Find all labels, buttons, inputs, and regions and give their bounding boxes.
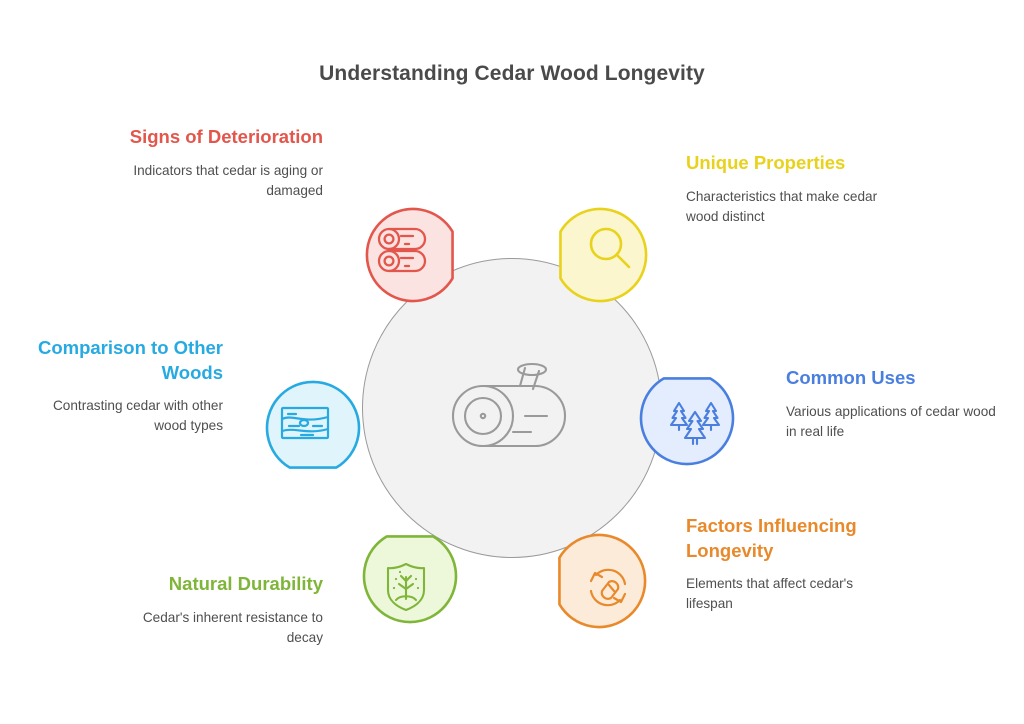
stacked-logs-icon (375, 221, 431, 277)
node-desc-natural-durability: Cedar's inherent resistance to decay (142, 609, 323, 645)
shield-tree-icon (378, 559, 434, 615)
pin-natural-durability[interactable] (351, 522, 469, 640)
pin-shape (362, 535, 458, 624)
node-text-comparison-to-other-woods: Comparison to Other Woods Contrasting ce… (23, 336, 223, 436)
pin-shape (639, 377, 735, 466)
node-text-signs-of-deterioration: Signs of Deterioration Indicators that c… (103, 125, 323, 201)
wood-grain-plank-icon (277, 395, 333, 451)
pin-shape (265, 380, 361, 469)
node-desc-common-uses: Various applications of cedar wood in re… (786, 403, 996, 439)
node-title-factors-influencing-longevity: Factors Influencing Longevity (686, 515, 857, 561)
pin-signs-of-deterioration[interactable] (349, 196, 467, 314)
node-desc-signs-of-deterioration: Indicators that cedar is aging or damage… (133, 162, 323, 198)
node-title-signs-of-deterioration: Signs of Deterioration (129, 126, 323, 147)
magnifying-glass-icon (582, 221, 638, 277)
pin-comparison-to-other-woods[interactable] (254, 364, 372, 482)
node-desc-unique-properties: Characteristics that make cedar wood dis… (686, 188, 878, 224)
pine-trees-icon (667, 395, 723, 451)
pin-factors-influencing-longevity[interactable] (545, 522, 663, 640)
node-text-unique-properties: Unique Properties Characteristics that m… (686, 151, 901, 227)
node-text-factors-influencing-longevity: Factors Influencing Longevity Elements t… (686, 514, 886, 614)
pin-shape (365, 207, 454, 303)
node-title-unique-properties: Unique Properties (686, 152, 846, 173)
wood-log-icon (447, 358, 577, 478)
pin-unique-properties[interactable] (546, 196, 664, 314)
node-text-natural-durability: Natural Durability Cedar's inherent resi… (103, 572, 323, 648)
node-title-common-uses: Common Uses (786, 367, 916, 388)
node-text-common-uses: Common Uses Various applications of ceda… (786, 366, 1001, 442)
recycle-log-icon (580, 559, 636, 615)
node-title-comparison-to-other-woods: Comparison to Other Woods (37, 337, 223, 383)
node-desc-factors-influencing-longevity: Elements that affect cedar's lifespan (686, 576, 854, 612)
pin-common-uses[interactable] (628, 364, 746, 482)
pin-shape (558, 533, 647, 629)
page-title: Understanding Cedar Wood Longevity (319, 62, 705, 85)
node-title-natural-durability: Natural Durability (168, 573, 323, 594)
pin-shape (559, 207, 648, 303)
node-desc-comparison-to-other-woods: Contrasting cedar with other wood types (52, 398, 223, 434)
